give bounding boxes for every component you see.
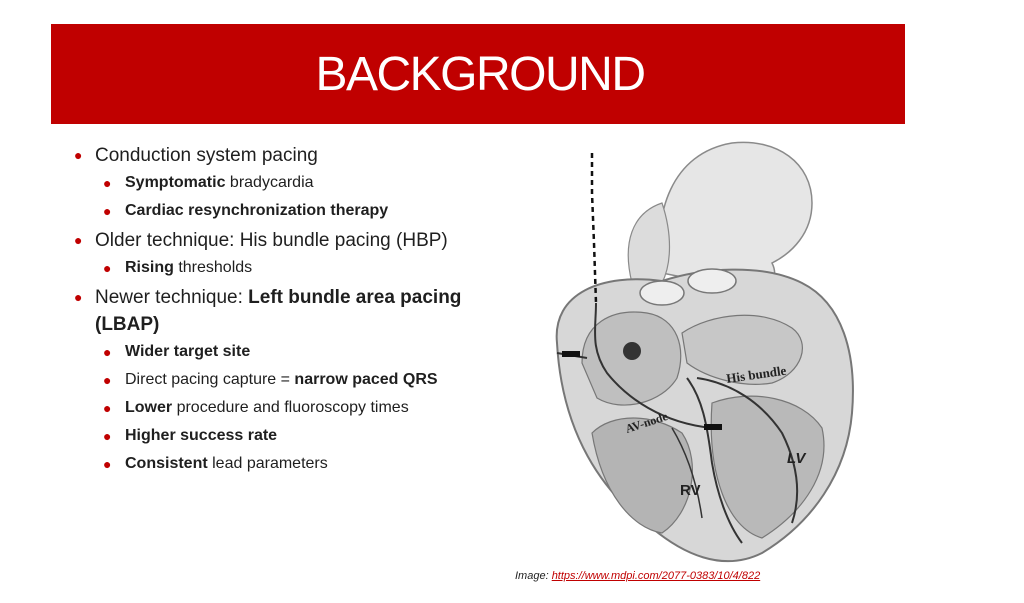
sub-bullet-item: ● Rising thresholds	[74, 256, 474, 280]
bullet-bold-text: Consistent	[125, 455, 208, 472]
bullet-bold-text: Wider target site	[125, 343, 251, 360]
bullet-text: Newer technique:	[95, 287, 249, 308]
bullet-dot-icon: ●	[103, 175, 112, 191]
sub-bullet-item: ● Symptomatic bradycardia	[74, 171, 474, 195]
bullet-dot-icon: ●	[74, 289, 83, 305]
bullet-text: Direct pacing capture =	[125, 371, 295, 388]
bullet-bold-text: Lower	[125, 399, 173, 416]
bullet-item: ● Conduction system pacing	[74, 142, 474, 169]
bullet-bold-text: Left bundle area pacing (LBAP)	[95, 287, 462, 335]
bullet-text: Conduction system pacing	[95, 145, 318, 166]
bullet-dot-icon: ●	[103, 428, 112, 444]
bullet-text: bradycardia	[225, 174, 314, 191]
title-banner: BACKGROUND	[51, 24, 905, 124]
heart-diagram-image: His bundle AV-node LV RV	[555, 141, 854, 563]
sub-bullet-item: ● Lower procedure and fluoroscopy times	[74, 396, 474, 420]
bullet-dot-icon: ●	[74, 147, 83, 163]
bullet-dot-icon: ●	[74, 232, 83, 248]
bullet-item: ● Older technique: His bundle pacing (HB…	[74, 227, 474, 254]
sub-bullet-item: ● Cardiac resynchronization therapy	[74, 199, 474, 223]
bullet-bold-text: Cardiac resynchronization therapy	[125, 202, 389, 219]
bullet-dot-icon: ●	[103, 400, 112, 416]
bullet-text: thresholds	[173, 259, 253, 276]
lv-label: LV	[787, 450, 807, 467]
bullet-list: ● Conduction system pacing ● Symptomatic…	[74, 142, 474, 480]
bullet-bold-text: Higher success rate	[125, 427, 278, 444]
source-link[interactable]: https://www.mdpi.com/2077-0383/10/4/822	[551, 570, 761, 582]
bullet-dot-icon: ●	[103, 260, 112, 276]
bullet-text: Older technique: His bundle pacing (HBP)	[95, 230, 448, 251]
sub-bullet-item: ● Higher success rate	[74, 424, 474, 448]
bullet-text: procedure and fluoroscopy times	[172, 399, 409, 416]
bullet-dot-icon: ●	[103, 456, 112, 472]
bullet-text: lead parameters	[207, 455, 328, 472]
bullet-dot-icon: ●	[103, 344, 112, 360]
slide-title: BACKGROUND	[315, 47, 646, 101]
image-caption: Image: https://www.mdpi.com/2077-0383/10…	[515, 570, 760, 582]
bullet-bold-text: Symptomatic	[125, 174, 226, 191]
bullet-dot-icon: ●	[103, 203, 112, 219]
bullet-bold-text: Rising	[125, 259, 174, 276]
sub-bullet-item: ● Consistent lead parameters	[74, 452, 474, 476]
caption-prefix: Image:	[515, 570, 552, 582]
bullet-bold-text: narrow paced QRS	[294, 371, 438, 388]
bullet-item: ● Newer technique: Left bundle area paci…	[74, 284, 474, 338]
sub-bullet-item: ● Wider target site	[74, 340, 474, 364]
bullet-dot-icon: ●	[103, 372, 112, 388]
sub-bullet-item: ● Direct pacing capture = narrow paced Q…	[74, 368, 474, 392]
rv-label: RV	[680, 482, 701, 499]
